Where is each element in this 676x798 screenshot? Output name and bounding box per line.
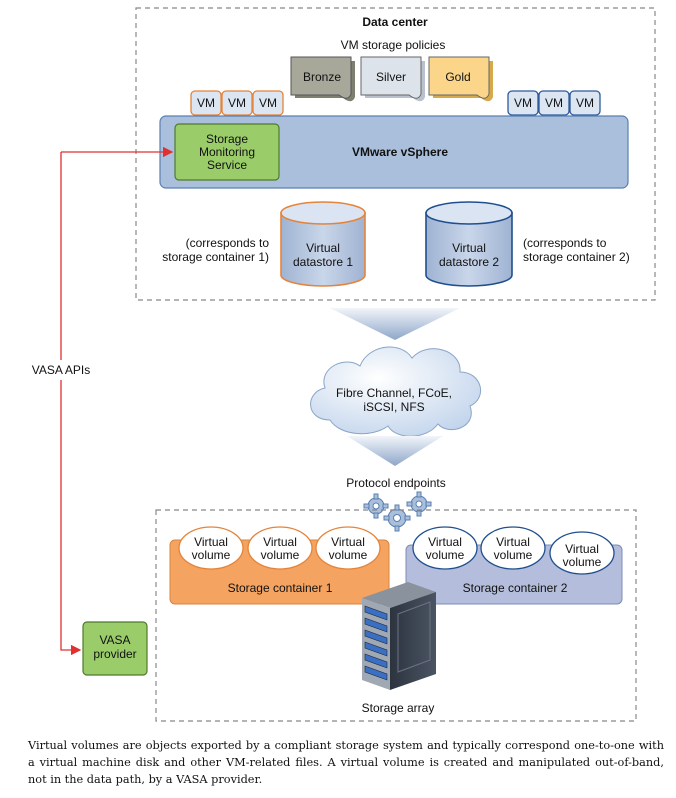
datastore-1-note-line2: storage container 1) bbox=[162, 250, 269, 264]
vm-label: VM bbox=[197, 96, 215, 110]
storage-array-icon bbox=[362, 582, 436, 690]
svg-text:Virtual: Virtual bbox=[565, 542, 599, 556]
vm-label: VM bbox=[259, 96, 277, 110]
data-center-title: Data center bbox=[362, 15, 428, 29]
storage-array-box bbox=[155, 509, 637, 722]
svg-text:Virtual: Virtual bbox=[496, 535, 530, 549]
virtual-volume: Virtual volume bbox=[480, 526, 546, 570]
svg-text:volume: volume bbox=[329, 548, 368, 562]
datastore-1-note-line1: (corresponds to bbox=[186, 236, 270, 250]
svg-text:volume: volume bbox=[426, 548, 465, 562]
vm-group-left: VM VM VM bbox=[190, 90, 284, 116]
virtual-volume: Virtual volume bbox=[178, 526, 244, 570]
network-cloud: Fibre Channel, FCoE, iSCSI, NFS bbox=[310, 346, 481, 437]
virtual-volume: Virtual volume bbox=[549, 531, 615, 575]
policy-silver: Silver bbox=[360, 56, 425, 102]
datastore-1-line1: Virtual bbox=[306, 241, 340, 255]
vasa-apis-label: VASA APIs bbox=[32, 363, 90, 377]
vm-group-right: VM VM VM bbox=[507, 90, 601, 116]
virtual-volume: Virtual volume bbox=[412, 526, 478, 570]
network-line1: Fibre Channel, FCoE, bbox=[336, 386, 452, 400]
monitoring-line3: Service bbox=[207, 158, 247, 172]
gears-icon bbox=[363, 491, 432, 532]
virtual-datastore-2: Virtual datastore 2 bbox=[425, 201, 513, 287]
datastore-2-line2: datastore 2 bbox=[439, 255, 499, 269]
policy-gold: Gold bbox=[428, 56, 493, 102]
datastore-1-line2: datastore 1 bbox=[293, 255, 353, 269]
vasa-api-connector bbox=[60, 146, 174, 656]
policy-silver-label: Silver bbox=[376, 70, 406, 84]
svg-text:volume: volume bbox=[494, 548, 533, 562]
svg-text:Virtual: Virtual bbox=[331, 535, 365, 549]
vm-label: VM bbox=[576, 96, 594, 110]
policy-bronze-label: Bronze bbox=[303, 70, 341, 84]
vsphere-title: VMware vSphere bbox=[352, 145, 448, 159]
network-line2: iSCSI, NFS bbox=[363, 400, 424, 414]
storage-monitoring-service bbox=[174, 123, 280, 181]
svg-text:Virtual: Virtual bbox=[428, 535, 462, 549]
vm-label: VM bbox=[228, 96, 246, 110]
vm-storage-policies-title: VM storage policies bbox=[341, 38, 446, 52]
datastore-2-line1: Virtual bbox=[452, 241, 486, 255]
figure-caption: Virtual volumes are objects exported by … bbox=[28, 739, 664, 786]
policy-bronze: Bronze bbox=[290, 56, 355, 102]
protocol-endpoints-label: Protocol endpoints bbox=[346, 476, 445, 490]
vasa-provider-line2: provider bbox=[93, 647, 136, 661]
svg-text:Virtual: Virtual bbox=[263, 535, 297, 549]
svg-text:volume: volume bbox=[563, 555, 602, 569]
storage-container-2-label: Storage container 2 bbox=[463, 581, 568, 595]
down-arrow-upper bbox=[330, 308, 460, 340]
storage-container-1-label: Storage container 1 bbox=[228, 581, 333, 595]
svg-text:Virtual: Virtual bbox=[194, 535, 228, 549]
virtual-volume: Virtual volume bbox=[247, 526, 313, 570]
svg-text:volume: volume bbox=[261, 548, 300, 562]
datastore-2-note-line1: (corresponds to bbox=[523, 236, 607, 250]
vasa-provider-box bbox=[82, 621, 148, 676]
data-center-box bbox=[135, 7, 656, 301]
svg-text:volume: volume bbox=[192, 548, 231, 562]
monitoring-line2: Monitoring bbox=[199, 145, 255, 159]
storage-array-label: Storage array bbox=[362, 701, 435, 715]
vm-label: VM bbox=[545, 96, 563, 110]
vasa-provider-line1: VASA bbox=[99, 633, 130, 647]
vm-label: VM bbox=[514, 96, 532, 110]
monitoring-line1: Storage bbox=[206, 132, 248, 146]
policy-gold-label: Gold bbox=[445, 70, 470, 84]
virtual-volume: Virtual volume bbox=[315, 526, 381, 570]
virtual-datastore-1: Virtual datastore 1 bbox=[280, 201, 366, 287]
datastore-2-note-line2: storage container 2) bbox=[523, 250, 630, 264]
down-arrow-lower bbox=[347, 436, 443, 466]
